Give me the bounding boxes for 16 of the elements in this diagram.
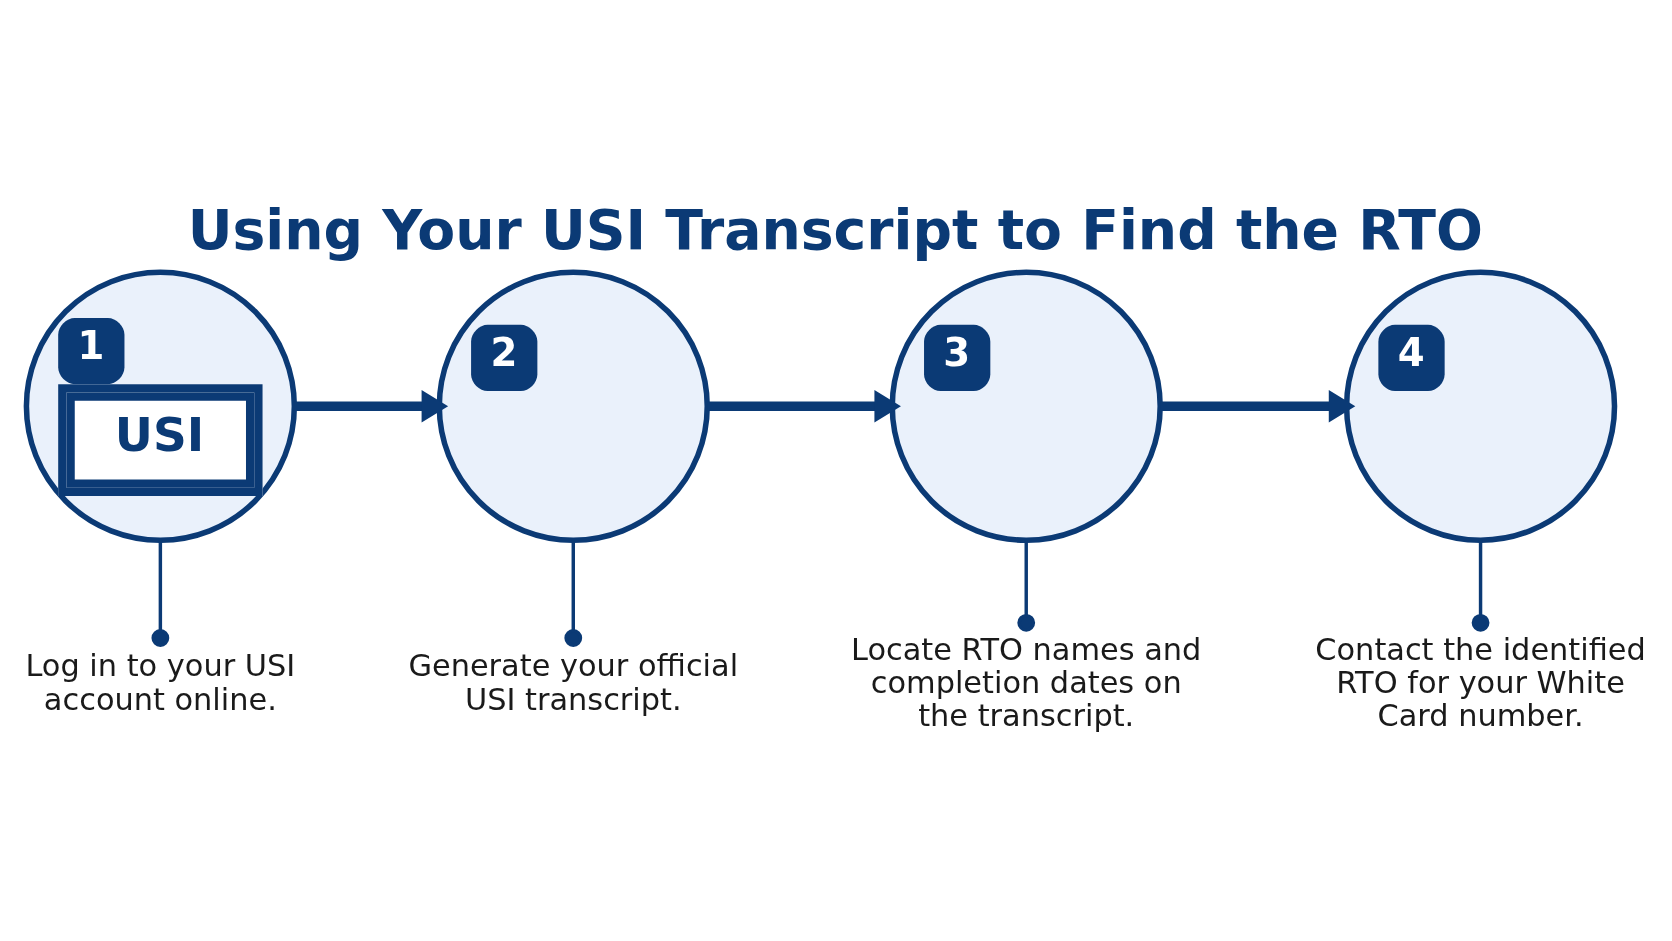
connector <box>564 540 583 647</box>
arrow <box>1160 390 1356 423</box>
arrow <box>294 390 449 423</box>
node-circle: 4 <box>1343 269 1618 543</box>
arrow <box>707 390 901 423</box>
node-text: Locate RTO names and completion dates on the transcript. <box>851 631 1202 734</box>
node-text: Contact the identified RTO for your White Card number. <box>1315 631 1646 734</box>
connector <box>1017 540 1036 632</box>
node-text: Generate your official USI transcript. <box>408 648 739 717</box>
diagram-title: Using Your USI Transcript to Find the RTO <box>187 197 1483 262</box>
connector <box>151 540 170 647</box>
node-circle: 1 USI <box>23 269 298 543</box>
node-circle: 2 <box>436 269 710 543</box>
node-circle: 3 <box>889 269 1163 543</box>
connector <box>1471 540 1490 632</box>
node-text: Log in to your USI account online. <box>25 648 296 717</box>
